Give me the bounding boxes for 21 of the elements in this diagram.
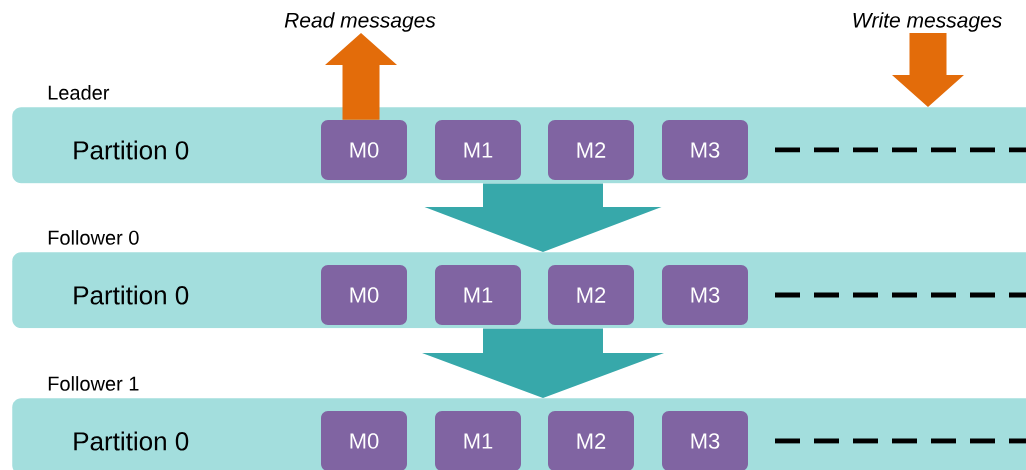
band-heading: Follower 0: [48, 230, 139, 245]
message-box: M3: [662, 120, 748, 180]
message-box: M1: [435, 120, 521, 180]
message-box: M3: [662, 411, 748, 470]
caption-text: Read messages: [284, 12, 436, 32]
message-box: M2: [548, 265, 634, 325]
message-box: M3: [662, 265, 748, 325]
message-box: M2: [548, 411, 634, 470]
message-box: M1: [435, 411, 521, 470]
block-arrow: [892, 33, 964, 107]
band-heading: Leader: [48, 85, 110, 100]
band-heading: Follower 1: [48, 376, 139, 391]
block-arrow: [424, 183, 662, 252]
message-box: M0: [321, 411, 407, 470]
message-box: M2: [548, 120, 634, 180]
caption-text: Write messages: [853, 12, 1002, 32]
message-box: M0: [321, 265, 407, 325]
message-box: M1: [435, 265, 521, 325]
block-arrow: [325, 33, 397, 120]
block-arrow: [422, 328, 664, 398]
message-box: M0: [321, 120, 407, 180]
